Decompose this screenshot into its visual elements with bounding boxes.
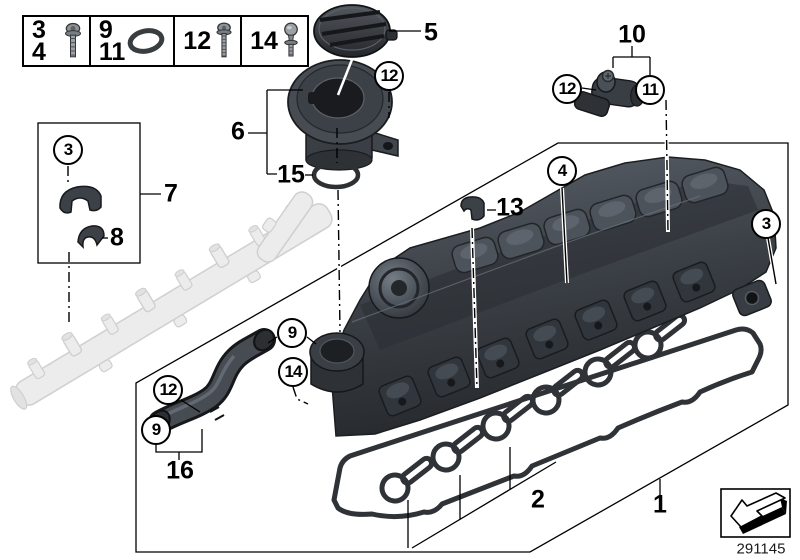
leaders-2 (407, 447, 557, 549)
o-ring-icon (128, 28, 165, 54)
torx-screw-icon (216, 22, 232, 58)
wiring-clip-13 (460, 196, 485, 221)
bracket-16 (155, 429, 203, 460)
callout-8-clip[interactable]: 8 (110, 223, 124, 252)
legend-number: 9 (98, 16, 113, 44)
valve-cover-gasket (331, 326, 764, 520)
spark-plug-seal-1 (377, 450, 439, 506)
legend-number: 11 (98, 38, 126, 66)
axis-14 (292, 386, 309, 405)
ball-pin-icon (284, 22, 298, 57)
oil-filler-cap (313, 4, 398, 58)
spark-plug-seal-3 (478, 388, 540, 444)
callout-circle-12-sensor-screw[interactable]: 12 (552, 74, 582, 104)
callout-10-sensor-group[interactable]: 10 (618, 20, 646, 49)
callout-7-clip-set[interactable]: 7 (164, 179, 178, 208)
assembly-boundary-line (135, 142, 789, 553)
cover-right-bolt-tab (732, 279, 772, 317)
legend-cell-14[interactable]: 14 (242, 17, 307, 65)
callout-15-o-ring[interactable]: 15 (277, 160, 305, 189)
flange-bolt-icon (64, 22, 81, 58)
oil-filler-tower (309, 332, 365, 393)
leader-12-sensor (581, 87, 597, 91)
diagram-number: 291145 (736, 540, 786, 558)
callout-6-filler-neck[interactable]: 6 (231, 117, 245, 146)
halo-leaders (336, 99, 778, 389)
callout-circle-9-seal[interactable]: 9 (277, 318, 307, 348)
legend-cell-12[interactable]: 12 (175, 17, 243, 65)
legend-number: 3 (32, 16, 46, 44)
change-note-box (720, 488, 791, 538)
leader-lines (37, 30, 661, 549)
callout-1-cover[interactable]: 1 (653, 490, 667, 519)
callout-13-wiring-clip[interactable]: 13 (496, 193, 524, 222)
callout-circle-14-ball-pin[interactable]: 14 (278, 357, 308, 387)
group-box-7 (37, 122, 141, 264)
leader-12-hose (180, 399, 201, 413)
neck-o-ring (311, 160, 361, 190)
cable-clip-lower (77, 225, 105, 250)
direction-arrow-icon (730, 492, 787, 534)
legend-cell-9-11[interactable]: 9 11 (91, 16, 176, 66)
legend-number: 4 (32, 38, 46, 66)
bracket-6 (248, 89, 303, 175)
axis-lines (67, 92, 390, 405)
callout-circle-12-neck-screw[interactable]: 12 (374, 61, 404, 91)
fastener-legend-box: 3 4 9 11 12 (22, 15, 309, 67)
axis-3-left (67, 166, 70, 322)
callout-5-oil-cap[interactable]: 5 (424, 18, 438, 47)
callout-circle-3-cover-bolt[interactable]: 3 (751, 209, 781, 239)
callout-circle-3-clip[interactable]: 3 (53, 135, 83, 165)
leaders-9-mid (267, 336, 317, 345)
cable-clip-upper (59, 185, 102, 214)
callout-16-vent-pipe[interactable]: 16 (166, 456, 194, 485)
legend-cell-3-4[interactable]: 3 4 (24, 17, 91, 65)
bracket-10 (612, 46, 651, 75)
callout-circle-12-hose-screw[interactable]: 12 (153, 375, 183, 405)
legend-number: 12 (183, 27, 212, 55)
camshaft-sensor (573, 69, 646, 118)
callout-circle-4-cover[interactable]: 4 (547, 156, 577, 186)
oil-filler-neck (287, 51, 399, 171)
callout-circle-9-hose-seal[interactable]: 9 (141, 415, 171, 445)
valve-cover (309, 156, 777, 437)
ghost-fuel-rail (10, 191, 333, 410)
legend-number: 14 (250, 27, 278, 55)
callout-circle-11-sensor[interactable]: 11 (635, 75, 665, 105)
callout-2-gasket-set[interactable]: 2 (531, 485, 545, 514)
